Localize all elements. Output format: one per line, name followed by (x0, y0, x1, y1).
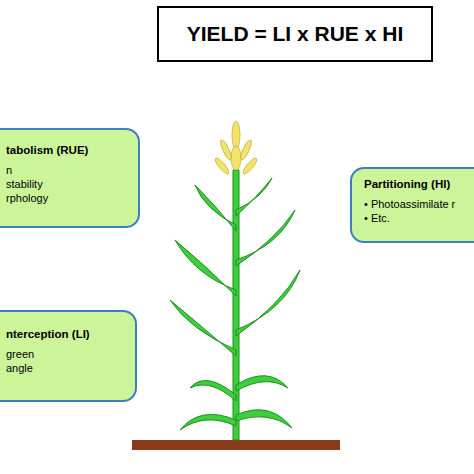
leaf (236, 376, 288, 391)
formula-title: YIELD = LI x RUE x HI (187, 22, 403, 46)
box-heading: nterception (LI) (6, 328, 127, 340)
leaf (190, 380, 236, 401)
leaf (236, 410, 292, 428)
hi-box: Partitioning (HI) • Photoassimilate r• Et… (350, 167, 474, 243)
leaf (175, 240, 236, 296)
box-item: • Photoassimilate r (364, 197, 474, 211)
rue-box: tabolism (RUE) nstabilityrphology (0, 128, 140, 228)
box-item: n (6, 163, 130, 177)
box-item: rphology (6, 191, 130, 205)
box-item: stability (6, 177, 130, 191)
li-box: nterception (LI) greenangle (0, 310, 137, 402)
box-heading: tabolism (RUE) (6, 144, 130, 156)
tassel (213, 121, 258, 176)
box-item: • Etc. (364, 211, 474, 225)
leaf (236, 178, 272, 216)
box-heading: Partitioning (HI) (364, 178, 474, 190)
leaf (236, 210, 295, 266)
leaf (180, 414, 236, 430)
soil-strip (132, 440, 340, 450)
box-item: angle (6, 361, 127, 375)
title-box: YIELD = LI x RUE x HI (157, 6, 433, 62)
leaf (195, 185, 236, 231)
leaf (236, 270, 300, 336)
box-item: green (6, 347, 127, 361)
maize-plant (170, 170, 300, 440)
leaf (170, 300, 236, 356)
